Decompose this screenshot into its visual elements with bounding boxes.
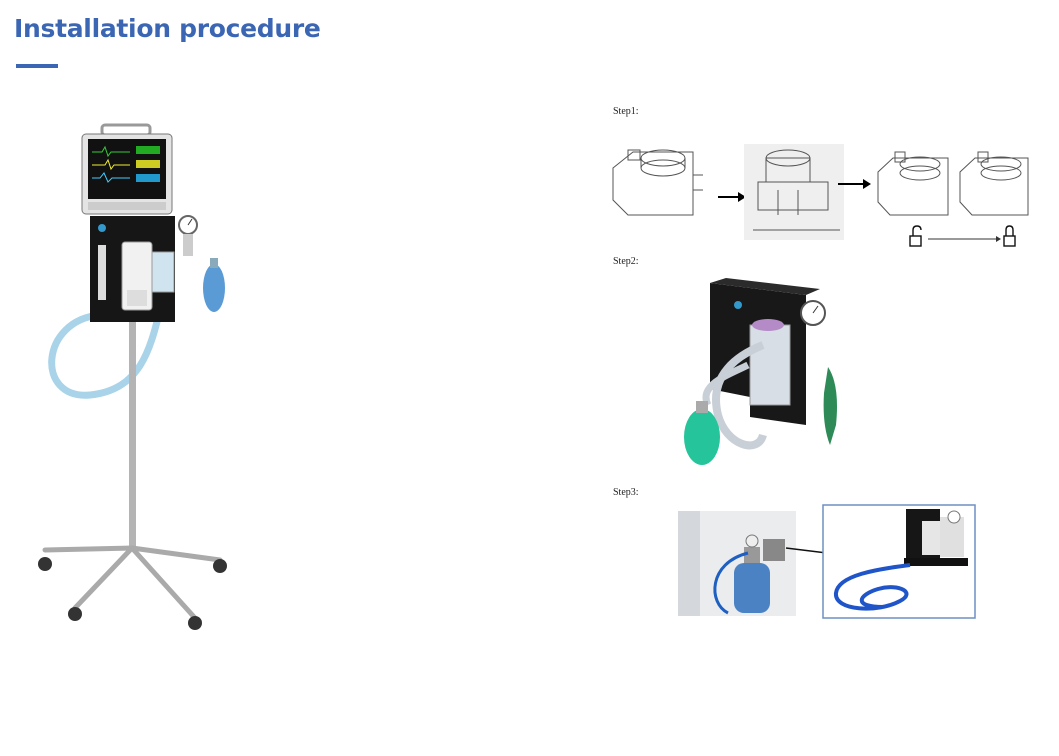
step-3-image xyxy=(678,504,976,619)
title-underline xyxy=(16,64,58,68)
step-1-label: Step1: xyxy=(613,106,639,117)
locked-padlock-icon xyxy=(1003,225,1016,247)
step-2-image xyxy=(684,278,837,465)
page-title: Installation procedure xyxy=(14,14,321,43)
step-3-label: Step3: xyxy=(613,487,639,498)
step-1-diagram xyxy=(612,144,1029,247)
anesthesia-machine-image xyxy=(38,123,227,630)
step-2-label: Step2: xyxy=(613,256,639,267)
arrow-right-icon xyxy=(928,236,1001,242)
unlocked-padlock-icon xyxy=(909,225,922,247)
